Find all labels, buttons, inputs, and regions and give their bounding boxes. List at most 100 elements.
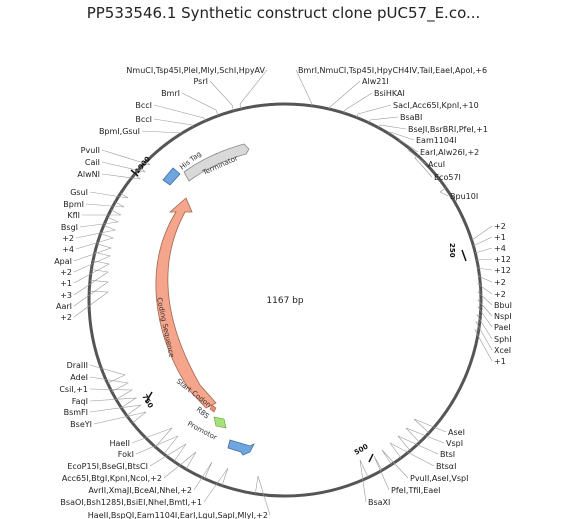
restriction-site-label[interactable]: PaeI: [494, 323, 511, 332]
restriction-site-label[interactable]: KflI: [67, 211, 80, 220]
svg-text:500: 500: [353, 442, 370, 456]
site-leader-line: [381, 449, 409, 479]
restriction-site-label[interactable]: BsmFI: [64, 408, 88, 417]
restriction-site-label[interactable]: PfeI,TfiI,EaeI: [391, 486, 441, 495]
restriction-site-label[interactable]: +12: [494, 266, 511, 275]
site-leader-line: [476, 314, 493, 340]
site-leader-line: [472, 236, 493, 247]
restriction-site-label[interactable]: NspI: [494, 312, 512, 321]
restriction-site-label[interactable]: XceI: [494, 346, 511, 355]
restriction-site-label[interactable]: AcuI: [428, 160, 445, 169]
restriction-site-label[interactable]: EarI,Alw26I,+2: [420, 148, 479, 157]
site-leader-line: [82, 209, 122, 216]
site-leader-line: [476, 275, 493, 283]
restriction-site-label[interactable]: Bpu10I: [450, 192, 478, 201]
restriction-site-label[interactable]: BsaBI: [400, 113, 422, 122]
restriction-site-label[interactable]: +1: [494, 233, 506, 242]
restriction-site-label[interactable]: BtsαI: [436, 462, 456, 471]
site-leader-line: [163, 451, 197, 479]
restriction-site-label[interactable]: +1: [494, 357, 506, 366]
restriction-site-label[interactable]: PvuII: [81, 146, 100, 155]
sequence-length: 1167 bp: [266, 296, 303, 306]
restriction-site-label[interactable]: BpmI: [63, 200, 84, 209]
restriction-site-label[interactable]: DraIII: [67, 361, 88, 370]
restriction-site-label[interactable]: BsaXI: [368, 498, 390, 507]
restriction-site-label[interactable]: AdeI: [70, 373, 88, 382]
site-leader-line: [135, 435, 179, 455]
restriction-site-label[interactable]: BsaOI,Bsh1285I,BsiEI,NheI,BmtI,+1: [60, 498, 202, 507]
feature-coding-sequence[interactable]: Coding Sequence: [155, 197, 217, 409]
restriction-site-label[interactable]: +4: [62, 245, 74, 254]
restriction-site-label[interactable]: Alw21I: [362, 77, 389, 86]
site-leader-line: [75, 225, 117, 239]
restriction-site-label[interactable]: HaeII,BspQI,Eam1104I,EarI,LguI,SapI,MlyI…: [88, 511, 268, 519]
restriction-site-label[interactable]: AarI: [56, 302, 72, 311]
restriction-site-label[interactable]: BpmI,GsuI: [99, 127, 140, 136]
restriction-site-label[interactable]: +1: [60, 279, 72, 288]
restriction-site-label[interactable]: HaeII: [109, 439, 130, 448]
site-leader-line: [295, 69, 313, 106]
restriction-site-label[interactable]: +4: [494, 244, 506, 253]
restriction-site-label[interactable]: +12: [494, 255, 511, 264]
restriction-site-label[interactable]: PsrI: [194, 77, 209, 86]
restriction-site-label[interactable]: +3: [60, 291, 72, 300]
restriction-site-label[interactable]: FaqI: [72, 397, 88, 406]
site-leader-line: [89, 191, 129, 199]
site-leader-line: [203, 467, 229, 503]
site-leader-line: [477, 291, 493, 306]
tick-250: 250: [448, 243, 467, 262]
restriction-site-label[interactable]: Acc65I,BtgI,KpnI,NcoI,+2: [62, 474, 162, 483]
restriction-site-label[interactable]: +2: [60, 313, 72, 322]
site-leader-line: [474, 247, 493, 254]
restriction-site-label[interactable]: BseJI,BsrBRI,PfeI,+1: [408, 125, 488, 134]
map-title: PP533546.1 Synthetic construct clone pUC…: [86, 4, 481, 22]
restriction-site-label[interactable]: CsiI,+1: [59, 385, 88, 394]
restriction-site-label[interactable]: BccI: [135, 101, 152, 110]
site-leader-line: [89, 376, 129, 392]
restriction-site-label[interactable]: +2: [494, 290, 506, 299]
site-leader-line: [477, 299, 493, 317]
restriction-site-label[interactable]: EcoP15I,BseGI,BtsCI: [67, 462, 148, 471]
restriction-site-label[interactable]: ApaI: [54, 257, 72, 266]
restriction-site-label[interactable]: FokI: [118, 450, 134, 459]
site-leader-lines: [73, 69, 493, 516]
site-leader-line: [356, 104, 392, 118]
svg-text:1000: 1000: [133, 155, 152, 175]
site-leader-line: [79, 216, 120, 228]
site-leader-line: [75, 233, 114, 250]
site-leader-line: [368, 116, 399, 123]
restriction-site-label[interactable]: BtsI: [440, 450, 455, 459]
restriction-site-label[interactable]: BmrI,NmuCI,Tsp45I,HpyCH4IV,TaiI,EaeI,Apo…: [298, 66, 487, 75]
restriction-site-label[interactable]: NmuCI,Tsp45I,PleI,MlyI,SchI,HpyAV: [126, 66, 265, 75]
site-leader-line: [407, 148, 427, 165]
restriction-site-label[interactable]: AlwNI: [77, 170, 100, 179]
site-leader-line: [343, 92, 373, 114]
restriction-site-label[interactable]: BsiHKAI: [374, 89, 405, 98]
restriction-site-label[interactable]: BmrI: [161, 89, 180, 98]
site-leader-line: [73, 269, 109, 296]
restriction-site-label[interactable]: Eam1104I: [416, 136, 456, 145]
site-leader-line: [101, 149, 151, 166]
svg-text:250: 250: [448, 243, 456, 258]
restriction-site-label[interactable]: +2: [62, 234, 74, 243]
restriction-site-label[interactable]: AvrII,XmaJI,BceAI,NheI,+2: [88, 486, 192, 495]
restriction-site-label[interactable]: Eco57I: [434, 173, 461, 182]
restriction-site-label[interactable]: SacI,Acc65I,KpnI,+10: [393, 101, 479, 110]
restriction-site-label[interactable]: PvuII,AseI,VspI: [410, 474, 468, 483]
restriction-site-label[interactable]: +2: [494, 278, 506, 287]
site-leader-line: [85, 201, 125, 208]
restriction-site-label[interactable]: BccI: [135, 115, 152, 124]
restriction-site-label[interactable]: VspI: [446, 439, 463, 448]
restriction-site-label[interactable]: GsuI: [70, 188, 88, 197]
restriction-site-label[interactable]: +2: [60, 268, 72, 277]
restriction-site-label[interactable]: BsgI: [61, 223, 78, 232]
restriction-site-label[interactable]: BbuI: [494, 301, 512, 310]
restriction-site-label[interactable]: AseI: [448, 428, 465, 437]
restriction-site-label[interactable]: CaiI: [85, 158, 100, 167]
site-leader-line: [73, 260, 110, 284]
restriction-site-label[interactable]: SphI: [494, 335, 512, 344]
site-leader-line: [474, 329, 493, 362]
site-leader-line: [131, 427, 173, 448]
restriction-site-label[interactable]: BseYI: [70, 420, 92, 429]
restriction-site-label[interactable]: +2: [494, 222, 506, 231]
